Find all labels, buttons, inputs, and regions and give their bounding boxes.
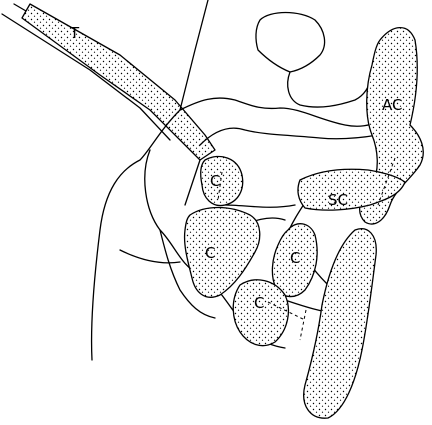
- label-c-2: C: [205, 244, 215, 262]
- label-tendon: T: [69, 24, 80, 42]
- label-c-1: C: [210, 172, 220, 190]
- label-ac: AC: [382, 96, 402, 114]
- label-sc: SC: [328, 191, 348, 209]
- c-region-1: [201, 156, 243, 205]
- tendon: [2, 4, 215, 160]
- label-c-3: C: [290, 249, 300, 267]
- c-region-4: [233, 280, 288, 346]
- label-c-4: C: [254, 294, 264, 312]
